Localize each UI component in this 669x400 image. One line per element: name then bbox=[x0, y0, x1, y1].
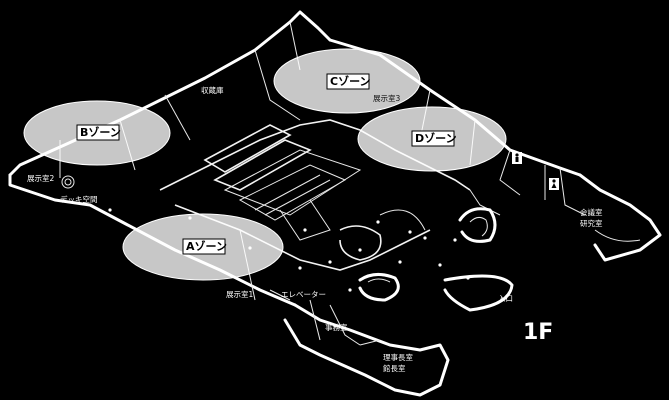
label-meeting: 会議室 bbox=[580, 207, 603, 217]
label-storage: 収蔵庫 bbox=[201, 85, 224, 95]
label-entrance: 入口 bbox=[498, 294, 513, 303]
floor-label: 1F bbox=[523, 320, 553, 345]
label-deck: デッキ空間 bbox=[60, 194, 98, 204]
zone-c: Cゾーン bbox=[273, 48, 421, 114]
label-elevator: エレベーター bbox=[281, 290, 326, 299]
label-gallery1: 展示室1 bbox=[226, 289, 253, 299]
zone-d-label: Dゾーン bbox=[415, 131, 457, 145]
curved-features bbox=[61, 175, 641, 302]
label-gallery2: 展示室2 bbox=[27, 173, 54, 183]
label-research: 研究室 bbox=[580, 218, 603, 228]
label-director2: 館長室 bbox=[383, 363, 406, 373]
zone-a: Aゾーン bbox=[122, 213, 284, 281]
zone-b: Bゾーン bbox=[23, 100, 171, 166]
restroom-icon bbox=[512, 152, 559, 190]
zone-a-label: Aゾーン bbox=[186, 239, 227, 253]
zone-b-label: Bゾーン bbox=[80, 125, 121, 139]
zone-c-label: Cゾーン bbox=[330, 74, 371, 88]
room-labels: 収蔵庫 展示室3 展示室2 デッキ空間 展示室1 エレベーター 事務室 理事長室… bbox=[27, 85, 603, 373]
central-staircase bbox=[203, 124, 362, 241]
zone-d: Dゾーン bbox=[357, 106, 507, 172]
label-director1: 理事長室 bbox=[383, 352, 413, 362]
label-office: 事務室 bbox=[325, 322, 348, 332]
label-gallery3: 展示室3 bbox=[373, 93, 400, 103]
